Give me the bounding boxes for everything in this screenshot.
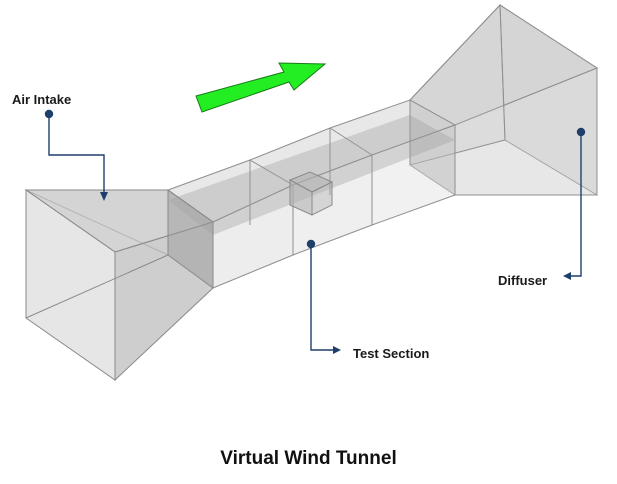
test-model-block: [288, 171, 334, 216]
air-intake-section: [24, 189, 215, 382]
diagram-caption: Virtual Wind Tunnel: [220, 448, 397, 469]
callout-air-intake: [44, 109, 108, 201]
tunnel-body: [24, 3, 599, 382]
callout-test-section: [306, 239, 341, 354]
test-section-label: Test Section: [353, 346, 430, 361]
air-intake-label: Air Intake: [12, 92, 72, 107]
arrow-right-icon: [195, 62, 327, 113]
diffuser-label: Diffuser: [498, 273, 548, 288]
callout-diffuser: [563, 127, 586, 280]
